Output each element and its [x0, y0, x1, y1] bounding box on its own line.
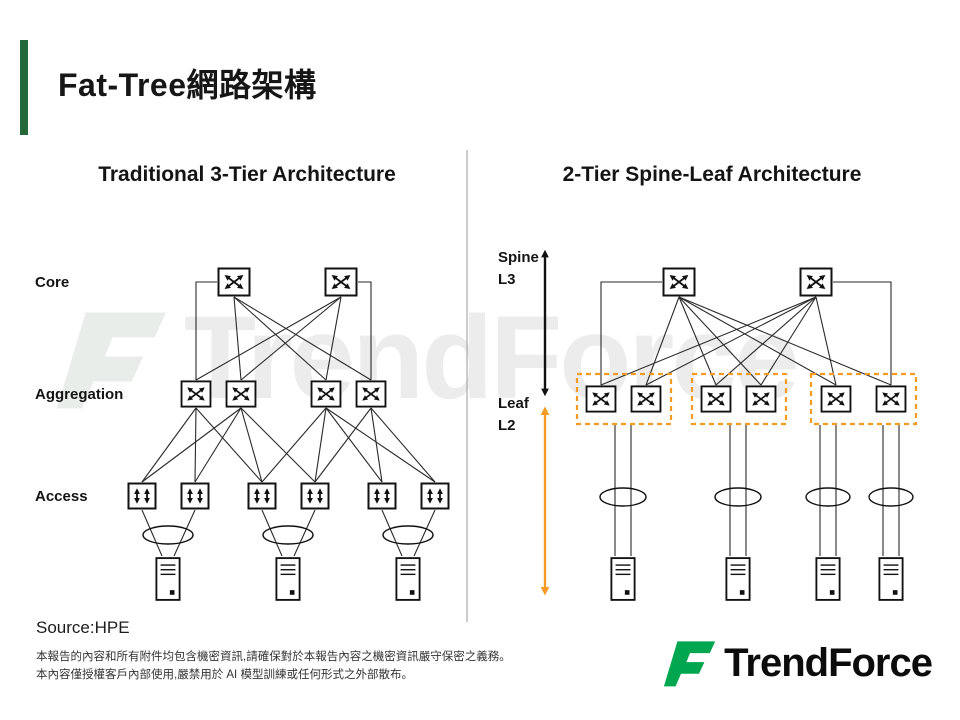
- server-icon: [275, 557, 301, 601]
- tier-label-aggregation: Aggregation: [35, 386, 123, 403]
- leaf-label: Leaf: [498, 395, 530, 412]
- spine-level-label: L3: [498, 271, 516, 288]
- right-diagram-spine-leaf: 2-Tier Spine-Leaf Architecture Spine L3 …: [498, 163, 918, 601]
- link-aggregation-ellipses-right: [599, 487, 914, 507]
- switch-icon: [801, 269, 832, 296]
- left-diagram-3tier: Traditional 3-Tier Architecture Core Agg…: [35, 163, 449, 601]
- core-aggregation-links: [195, 281, 372, 381]
- access-switch-icon: [249, 484, 276, 509]
- access-switch-icon: [369, 484, 396, 509]
- page-title: Fat-Tree網路架構: [58, 67, 317, 103]
- switch-icon: [182, 381, 211, 406]
- switch-icon: [702, 386, 731, 411]
- switch-icon: [219, 269, 250, 296]
- switch-icon: [227, 381, 256, 406]
- server-icon: [725, 557, 751, 601]
- switch-icon: [664, 269, 695, 296]
- leaf-group-boxes: [575, 372, 918, 426]
- leaf-server-links: [614, 425, 900, 556]
- link-aggregation-ellipses: [142, 525, 434, 545]
- access-switches: [129, 484, 449, 509]
- right-diagram-title: 2-Tier Spine-Leaf Architecture: [563, 163, 862, 186]
- server-icon: [395, 557, 421, 601]
- access-server-links: [141, 509, 436, 557]
- switch-icon: [357, 381, 386, 406]
- left-servers: [155, 557, 421, 601]
- access-switch-icon: [129, 484, 156, 509]
- switch-icon: [312, 381, 341, 406]
- leaf-switches: [587, 386, 906, 411]
- core-switches: [219, 269, 357, 296]
- server-icon: [610, 557, 636, 601]
- trendforce-logo-text: TrendForce: [724, 640, 933, 685]
- access-switch-icon: [182, 484, 209, 509]
- trendforce-logo-icon: [664, 641, 716, 687]
- switch-icon: [632, 386, 661, 411]
- trendforce-watermark-icon: [56, 312, 167, 408]
- switch-icon: [747, 386, 776, 411]
- access-switch-icon: [302, 484, 329, 509]
- trendforce-logo: TrendForce: [663, 636, 933, 690]
- tier-label-core: Core: [35, 274, 69, 291]
- right-servers: [610, 557, 904, 601]
- disclaimer-line-2: 本內容僅授權客戶內部使用,嚴禁用於 AI 模型訓練或任何形式之外部散布。: [36, 669, 413, 682]
- aggregation-access-links: [141, 407, 436, 483]
- switch-icon: [326, 269, 357, 296]
- spine-label: Spine: [498, 249, 539, 266]
- access-switch-icon: [422, 484, 449, 509]
- switch-icon: [877, 386, 906, 411]
- spine-leaf-links: [600, 281, 892, 386]
- source-label: Source:HPE: [36, 618, 130, 637]
- switch-icon: [587, 386, 616, 411]
- disclaimer: 本報告的內容和所有附件均包含機密資訊,請確保對於本報告內容之機密資訊嚴守保密之義…: [36, 648, 511, 685]
- aggregation-switches: [182, 381, 386, 406]
- tier-label-access: Access: [35, 488, 88, 505]
- left-diagram-title: Traditional 3-Tier Architecture: [98, 163, 396, 186]
- disclaimer-line-1: 本報告的內容和所有附件均包含機密資訊,請確保對於本報告內容之機密資訊嚴守保密之義…: [36, 651, 511, 663]
- leaf-level-label: L2: [498, 417, 516, 434]
- spine-switches: [664, 269, 832, 296]
- server-icon: [878, 557, 904, 601]
- title-accent-bar: [20, 40, 28, 135]
- server-icon: [815, 557, 841, 601]
- server-icon: [155, 557, 181, 601]
- switch-icon: [822, 386, 851, 411]
